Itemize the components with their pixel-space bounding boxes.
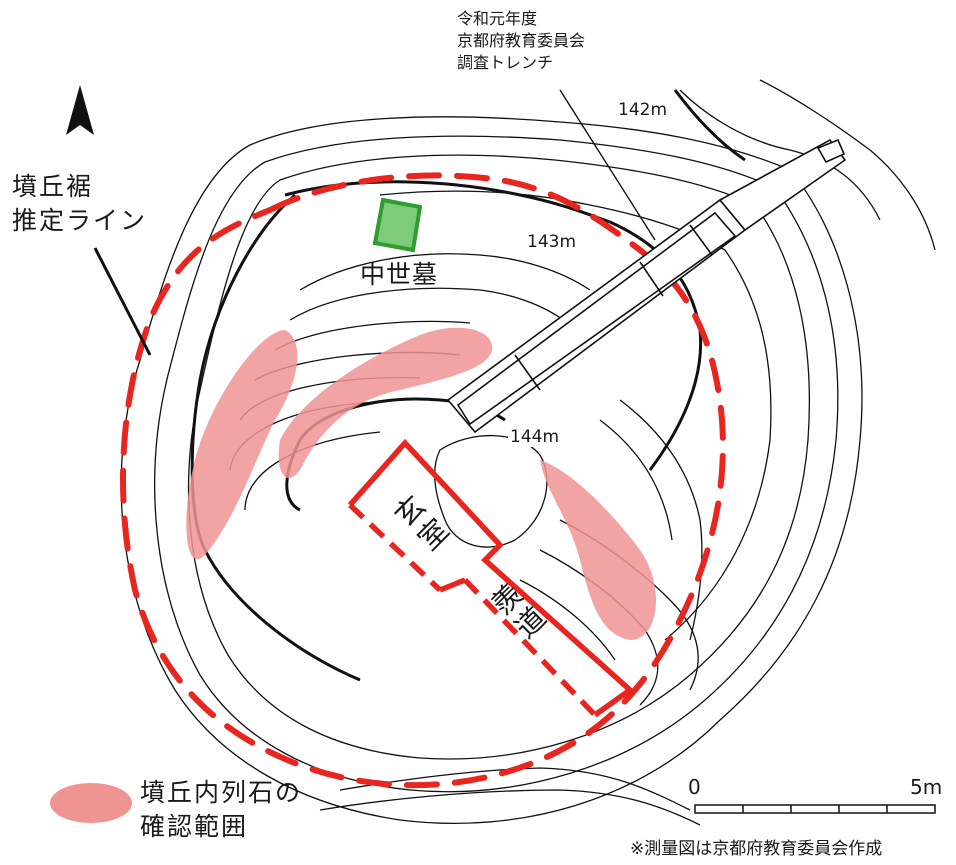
stone-row-legend-swatch [50,783,132,823]
scale-bar-start: 0 [688,775,701,799]
contour-label-143: 143m [525,232,579,252]
stone-row-areas [186,327,657,640]
estimated-foot-line [120,172,726,789]
contour-label-144: 144m [508,427,562,447]
north-arrow-icon [66,85,94,135]
foot-line-label: 墳丘裾 推定ライン [12,172,148,235]
trench-note: 令和元年度 京都府教育委員会 調査トレンチ [457,9,586,72]
medieval-tomb-label: 中世墓 [360,260,439,289]
scale-bar-graphic [694,804,936,814]
medieval-tomb [372,197,423,253]
survey-credit: ※測量図は京都府教育委員会作成 [630,839,883,859]
stone-chamber [347,438,635,718]
survey-trench [446,138,847,434]
contour-label-142: 142m [616,100,670,120]
stone-row-legend-label: 墳丘内列石の 確認範囲 [140,778,303,841]
trench-leader-line [559,89,656,241]
scale-bar-end: 5m [910,775,943,799]
foot-leader-line [93,247,152,356]
